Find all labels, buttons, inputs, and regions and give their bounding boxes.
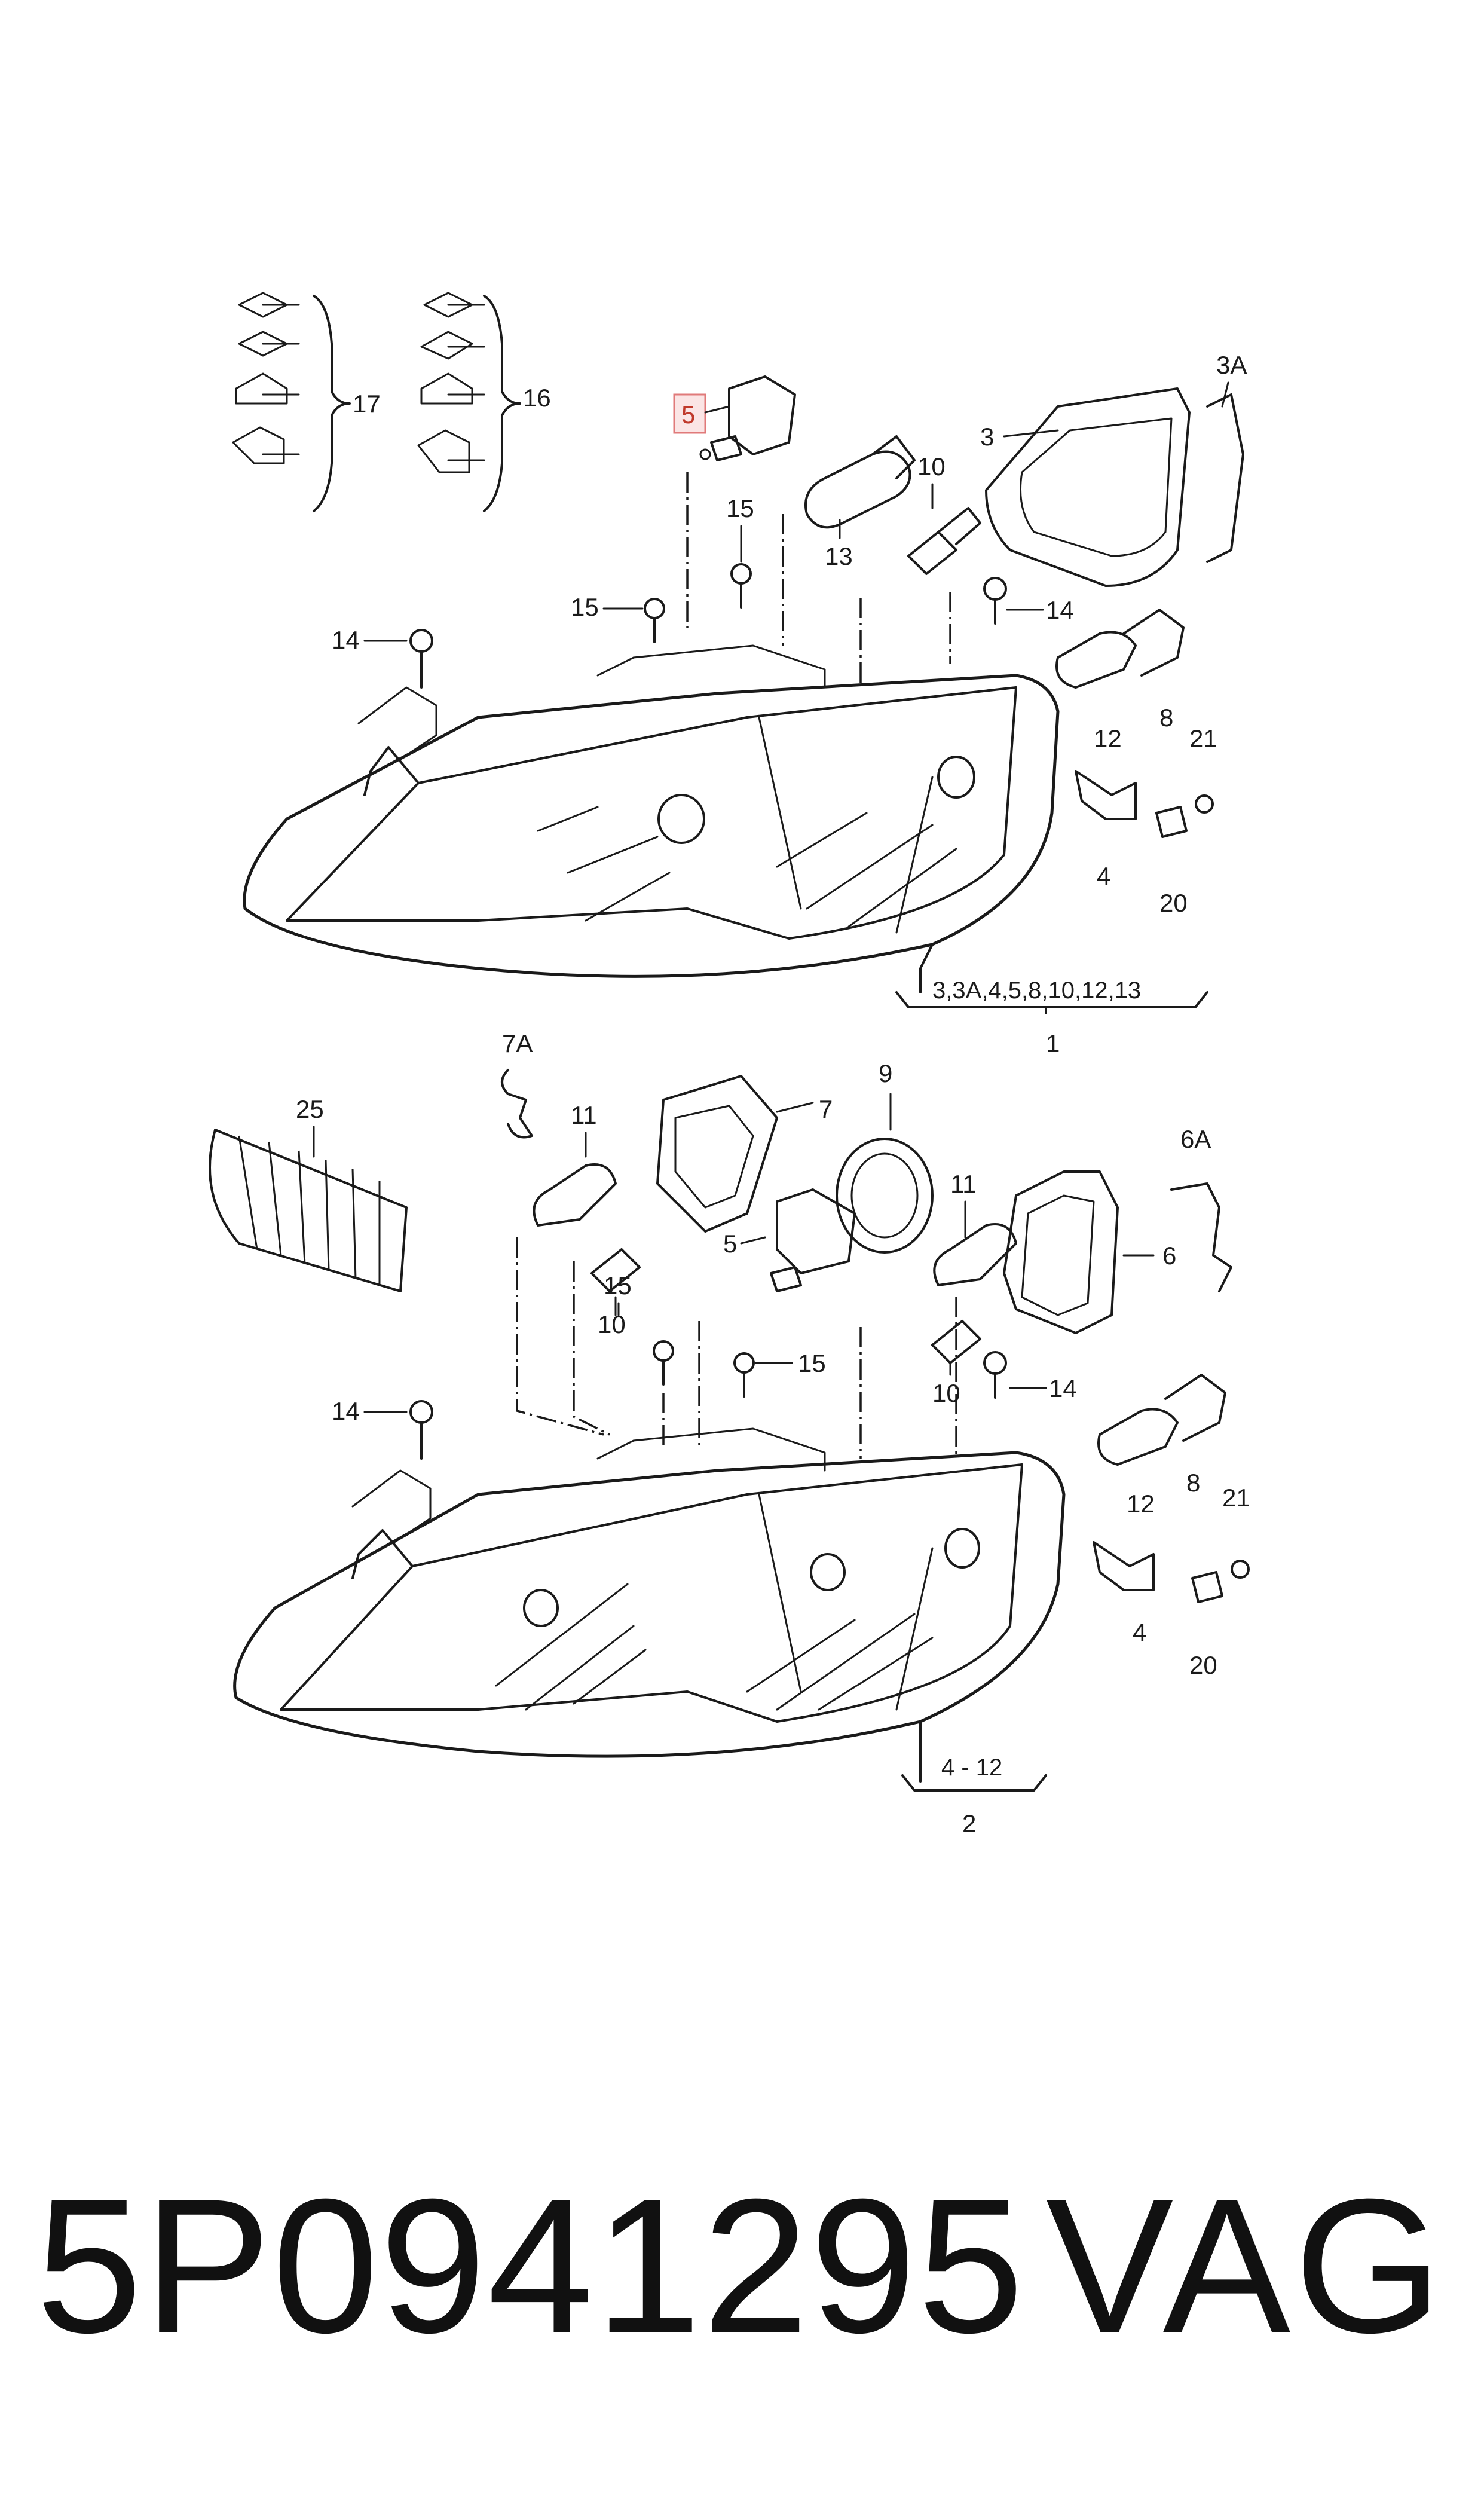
kit-contents-2: 4 - 12 xyxy=(941,1754,1002,1781)
callout-8-lower: 8 xyxy=(1186,1469,1200,1497)
callout-11-lower-right: 11 xyxy=(950,1170,977,1198)
callout-10-upper: 10 xyxy=(917,453,946,481)
part-number: 5P0941295 xyxy=(36,2159,1026,2373)
lower-assembly: 7A 25 11 7 9 xyxy=(209,1029,1250,1838)
exploded-parts-diagram: 17 16 5 13 xyxy=(209,292,1250,1838)
lens-25: 25 xyxy=(209,1095,408,1292)
upper-assembly: 17 16 5 13 xyxy=(232,292,1247,1057)
brand-name: VAG xyxy=(1045,2159,1446,2373)
callout-14-lower-b: 14 xyxy=(1049,1374,1077,1402)
screw-14-upper-a: 14 xyxy=(332,626,433,689)
callout-15-upper-b: 15 xyxy=(571,593,599,621)
callout-16: 16 xyxy=(523,384,551,412)
footer-caption: 5P0941295 VAG xyxy=(36,2152,1458,2379)
screw-15-lower-b: 15 xyxy=(733,1349,826,1398)
callout-14-upper-b: 14 xyxy=(1046,596,1074,624)
callout-15-upper-a: 15 xyxy=(726,494,754,522)
callout-15-lower-a: 15 xyxy=(604,1271,632,1300)
headlamp-body-lower xyxy=(233,1427,1066,1783)
screw-14-lower-a: 14 xyxy=(332,1397,433,1460)
callout-25: 25 xyxy=(296,1095,324,1123)
headlamp-body-upper xyxy=(243,644,1060,993)
callout-6: 6 xyxy=(1162,1242,1176,1270)
callout-17: 17 xyxy=(353,390,381,418)
callout-7: 7 xyxy=(819,1095,833,1123)
callout-11-lower-left: 11 xyxy=(571,1101,597,1129)
callout-13: 13 xyxy=(825,542,853,570)
callout-21-lower: 21 xyxy=(1222,1484,1250,1512)
callout-4-upper: 4 xyxy=(1097,862,1110,890)
callout-5-highlight: 5 xyxy=(681,401,695,429)
bracket-4-upper: 4 21 20 xyxy=(1075,724,1217,917)
callout-3A: 3A xyxy=(1216,351,1247,379)
callout-10-lower-left: 10 xyxy=(598,1310,626,1338)
bracket-kit-16: 16 xyxy=(417,292,551,512)
cover-6: 11 6 xyxy=(933,1170,1176,1334)
assembly-number-2: 2 xyxy=(962,1809,976,1838)
bulb-10: 10 xyxy=(907,453,981,575)
highlighted-part-5[interactable]: 5 xyxy=(673,375,796,461)
reflector-7: 7 xyxy=(656,1075,833,1233)
kit-group-1: 3,3A,4,5,8,10,12,13 1 xyxy=(895,977,1208,1057)
bulb-11-lower-left: 11 xyxy=(533,1101,617,1227)
screw-14-upper-b: 14 xyxy=(983,577,1074,625)
callout-14-upper-a: 14 xyxy=(332,626,360,654)
callout-20-upper: 20 xyxy=(1159,889,1188,917)
kit-contents-1: 3,3A,4,5,8,10,12,13 xyxy=(932,977,1141,1004)
callout-7A: 7A xyxy=(502,1029,533,1057)
assembly-number-1: 1 xyxy=(1046,1029,1060,1057)
ring-9: 9 xyxy=(836,1059,934,1254)
bracket-4-lower: 4 21 20 xyxy=(1093,1484,1250,1679)
bulb-13: 13 xyxy=(804,435,916,570)
clip-7A: 7A xyxy=(501,1029,533,1139)
callout-3: 3 xyxy=(980,423,994,451)
callout-4-lower: 4 xyxy=(1133,1618,1146,1646)
bulb-10-lower-left: 10 xyxy=(590,1248,641,1338)
callout-12-lower: 12 xyxy=(1127,1490,1155,1518)
callout-14-lower-a: 14 xyxy=(332,1397,360,1425)
callout-5-lower: 5 xyxy=(723,1230,737,1258)
callout-21-upper: 21 xyxy=(1189,724,1217,753)
bulb-12-lower: 12 8 xyxy=(1097,1374,1226,1518)
callout-6A: 6A xyxy=(1180,1125,1211,1153)
bracket-kit-17: 17 xyxy=(232,292,381,512)
screw-15-lower-a: 15 xyxy=(604,1271,674,1386)
housing-cover-3: 3 3A xyxy=(980,351,1247,587)
screw-15-upper-a: 15 xyxy=(726,494,754,609)
callout-8-upper: 8 xyxy=(1159,704,1173,732)
clip-6A: 6A xyxy=(1170,1125,1232,1292)
callout-20-lower: 20 xyxy=(1189,1651,1217,1679)
screw-15-upper-b: 15 xyxy=(571,593,665,643)
screw-14-lower-b: 14 xyxy=(983,1351,1077,1402)
callout-15-lower-b: 15 xyxy=(798,1349,826,1377)
callout-9: 9 xyxy=(879,1059,892,1087)
bulb-12-upper: 12 8 xyxy=(1055,609,1185,753)
callout-12-upper: 12 xyxy=(1094,724,1122,753)
motor-5-lower: 5 xyxy=(723,1188,856,1292)
kit-group-2: 4 - 12 2 xyxy=(901,1754,1047,1838)
